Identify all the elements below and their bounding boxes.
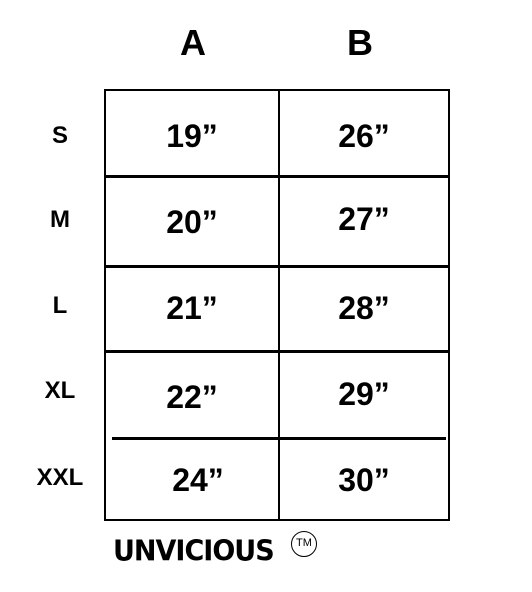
size-chart-table: 19” 26” 20” 27” 21” 28” 22” 29” 24” 30” <box>104 89 450 521</box>
cell-l-a: 21” <box>166 290 218 326</box>
cell-s-a: 19” <box>166 118 218 154</box>
row-divider <box>106 265 448 268</box>
trademark-mark: TM <box>291 531 317 557</box>
cell-xl-a: 22” <box>166 379 218 415</box>
cell-m-a: 20” <box>166 204 218 240</box>
row-label-s: S <box>51 122 68 149</box>
row-divider <box>112 437 446 440</box>
cell-s-b: 26” <box>338 118 390 154</box>
row-label-xl: XL <box>44 377 76 404</box>
cell-xl-b: 29” <box>338 376 390 412</box>
brand-logo: UNVICIOUS <box>113 535 275 568</box>
row-label-xxl: XXL <box>36 464 84 491</box>
cell-m-b: 27” <box>338 201 390 237</box>
column-divider <box>278 91 280 519</box>
column-header-a: A <box>180 22 206 63</box>
row-label-m: M <box>50 206 70 233</box>
cell-l-b: 28” <box>338 290 390 326</box>
cell-xxl-b: 30” <box>338 462 390 498</box>
row-label-l: L <box>52 292 68 319</box>
row-divider <box>106 175 448 178</box>
row-divider <box>106 350 448 353</box>
column-header-b: B <box>347 22 373 63</box>
cell-xxl-a: 24” <box>172 462 224 498</box>
